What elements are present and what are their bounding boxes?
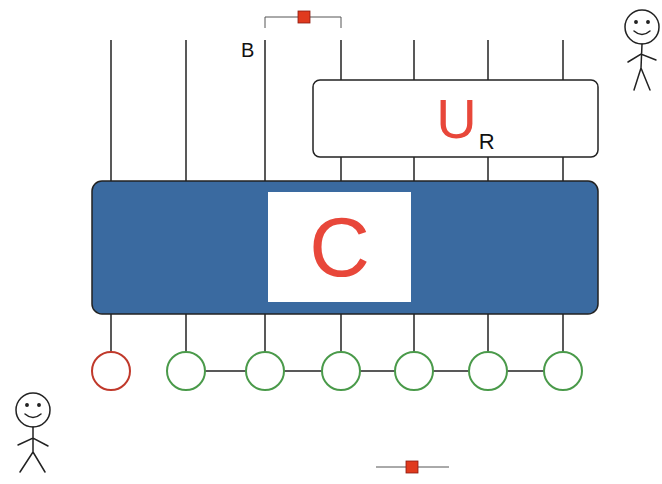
wire-label: B (241, 40, 254, 60)
operator-symbol: C (309, 205, 370, 289)
subscript-label: R (479, 131, 495, 153)
unitary-box: UR (314, 81, 597, 156)
operator-symbol: U (436, 91, 476, 147)
core-box: C (268, 192, 411, 302)
